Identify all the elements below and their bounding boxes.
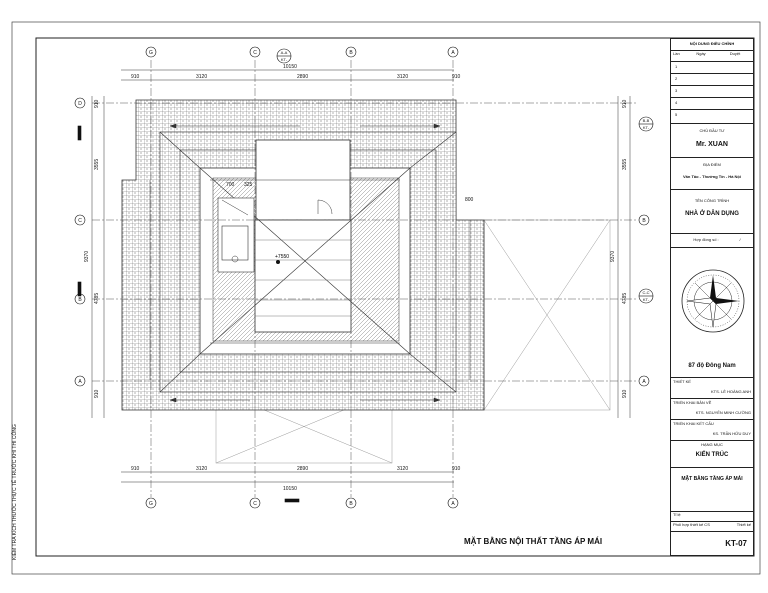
section-aa-top: A-A <box>281 50 288 55</box>
rev-col-1: Lần <box>673 51 680 56</box>
roof-plan: +7550 <box>121 99 485 411</box>
dim-right-4: 4785 <box>622 293 628 304</box>
dim-bottom-3: 2890 <box>297 466 308 472</box>
compass-caption: 87 độ Đông Nam <box>688 363 736 369</box>
owner-label: CHỦ ĐẦU TƯ <box>699 128 725 133</box>
dim-top-total: 10150 <box>283 64 297 70</box>
grid-bottom-4: A <box>451 501 455 507</box>
design-label: Thiết kế <box>736 522 751 527</box>
rev-row-1: 1 <box>675 64 678 69</box>
rev-col-3: Duyệt <box>729 51 741 56</box>
section-cc-bottom: KT- <box>643 297 650 302</box>
grid-left-4: A <box>78 379 82 385</box>
grid-left-3: B <box>78 297 82 303</box>
section-aa-bottom: KT- <box>281 57 288 62</box>
dim-top-2: 3120 <box>196 74 207 80</box>
dim-bottom-total: 10150 <box>283 486 297 492</box>
contract-suffix: / <box>739 237 741 242</box>
dim-top-5: 910 <box>452 74 461 80</box>
grid-top-4: A <box>451 50 455 56</box>
grid-lines <box>92 60 636 497</box>
location: Vân Tảo - Thường Tín - Hà Nội <box>683 174 741 179</box>
staff-name-2: KTS. NGUYỄN MINH CƯỜNG <box>695 410 751 415</box>
dim-top-1: 910 <box>131 74 140 80</box>
staff-role-1: THIẾT KẾ <box>673 379 691 384</box>
rev-row-5: 5 <box>675 112 678 117</box>
staff-role-3: TRIỂN KHAI KẾT CẤU <box>673 421 714 426</box>
phase: Phối hợp thiết kế CS <box>673 522 710 527</box>
side-note: KIỂM TRA KÍCH THƯỚC THỰC TẾ TRƯỚC KHI TH… <box>12 424 18 560</box>
dim-right-1: 910 <box>622 99 628 108</box>
grid-top-3: B <box>349 50 353 56</box>
dim-bottom-5: 910 <box>452 466 461 472</box>
dim-left-1: 910 <box>94 99 100 108</box>
category: KIẾN TRÚC <box>695 452 729 458</box>
dim-right-2: 3555 <box>622 159 628 170</box>
compass-rose-icon <box>681 269 745 333</box>
grid-right-1: B <box>642 218 646 224</box>
rev-row-2: 2 <box>675 76 678 81</box>
grid-bottom-3: B <box>349 501 353 507</box>
staff-name-3: KS. TRẦN HỮU DUY <box>712 431 751 436</box>
dim-left-2: 3555 <box>94 159 100 170</box>
section-bb-top: B-B <box>643 118 650 123</box>
dim-top-4: 3120 <box>397 74 408 80</box>
grid-bubbles <box>74 46 650 509</box>
owner-name: Mr. XUAN <box>696 141 728 148</box>
dim-bottom-1: 910 <box>131 466 140 472</box>
section-bb-bottom: KT- <box>643 125 650 130</box>
dim-left-3: 9370 <box>84 251 90 262</box>
location-label: ĐỊA ĐIỂM <box>703 162 721 167</box>
section-markers <box>77 48 654 503</box>
inner-frame <box>35 37 755 557</box>
dim-left-4: 4785 <box>94 293 100 304</box>
staff-name-1: KTS. LÊ HOÀNG ANH <box>710 389 751 394</box>
grid-bottom-2: C <box>253 501 257 507</box>
project-label: TÊN CÔNG TRÌNH <box>694 198 730 203</box>
section-cc-top: C-C <box>642 290 649 295</box>
scale-label: Tỉ lệ <box>673 512 681 517</box>
rev-row-3: 3 <box>675 88 678 93</box>
grid-top-1: G <box>149 50 153 56</box>
staff-role-2: TRIỂN KHAI BẢN VẼ <box>673 400 712 405</box>
inner-dim-2: 325 <box>244 182 253 188</box>
grid-right-2: A <box>642 379 646 385</box>
rev-col-2: Ngày <box>696 51 706 56</box>
grid-bottom-1: G <box>149 501 153 507</box>
plan-title: MẶT BẰNG NỘI THẤT TẦNG ÁP MÁI <box>464 537 603 546</box>
sheet-title: MẶT BẰNG TẦNG ÁP MÁI <box>681 476 743 482</box>
dimension-lines <box>91 69 631 483</box>
dim-right-3: 9370 <box>610 251 616 262</box>
grid-left-1: D <box>78 101 82 107</box>
category-label: HẠNG MỤC <box>701 442 723 447</box>
title-block: NỘI DUNG ĐIỀU CHỈNH Lần Ngày Duyệt 1 2 3… <box>670 38 754 556</box>
grid-top-2: C <box>253 50 257 56</box>
dim-bottom-2: 3120 <box>196 466 207 472</box>
dim-bottom-4: 3120 <box>397 466 408 472</box>
dim-right-5: 910 <box>622 389 628 398</box>
dim-800: 800 <box>465 197 474 203</box>
revision-header: NỘI DUNG ĐIỀU CHỈNH <box>689 41 735 46</box>
inner-dim-1: 700 <box>226 182 235 188</box>
rev-row-4: 4 <box>675 100 678 105</box>
contract-label: Hợp đồng số : <box>693 237 719 242</box>
project-name: NHÀ Ở DÂN DỤNG <box>685 211 739 217</box>
outer-frame <box>11 21 761 575</box>
sheet-number: KT-07 <box>725 539 747 548</box>
dim-top-3: 2890 <box>297 74 308 80</box>
elevation-label: +7550 <box>275 254 289 260</box>
dim-left-5: 910 <box>94 389 100 398</box>
grid-left-2: C <box>78 218 82 224</box>
